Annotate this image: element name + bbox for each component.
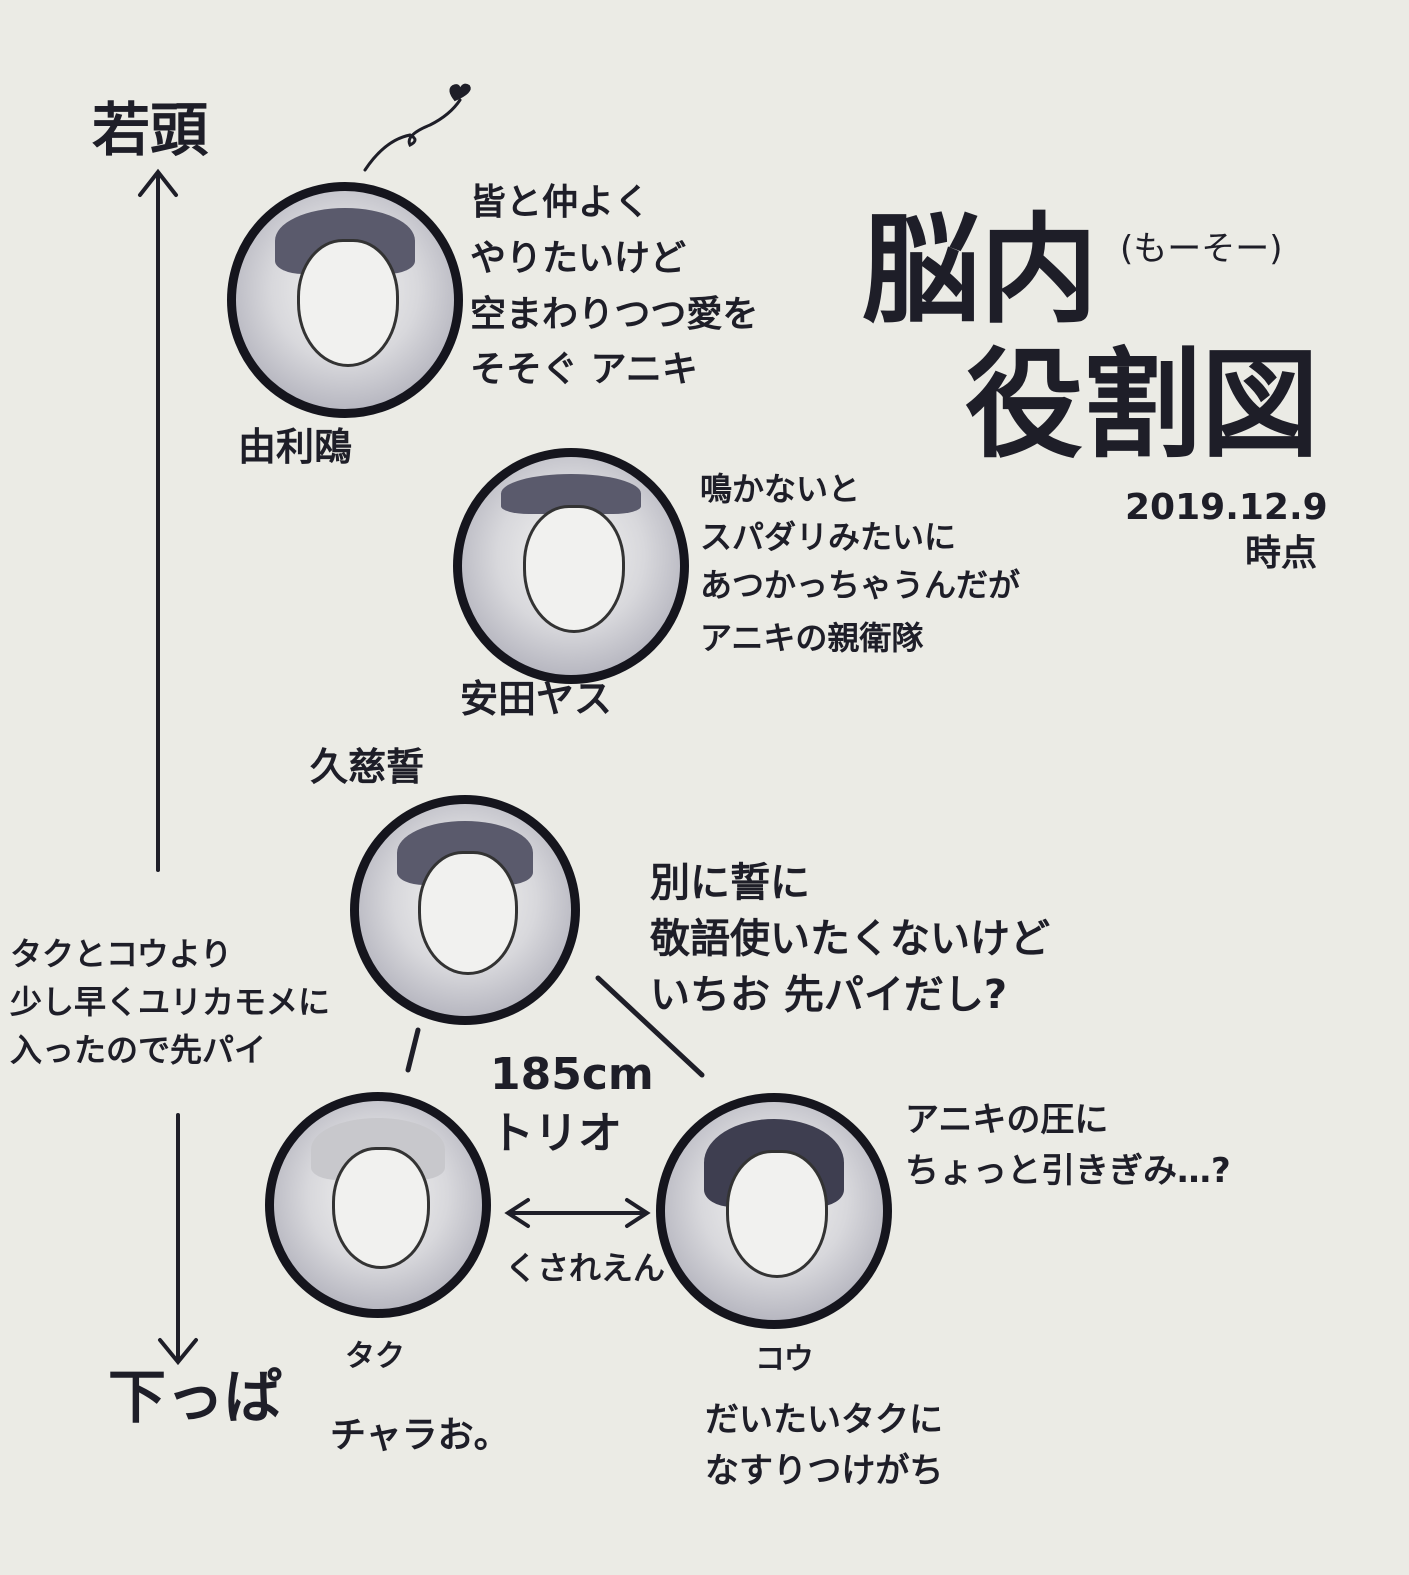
note-kou-2: アニキの圧に ちょっと引きぎみ…? (905, 1100, 1231, 1191)
portrait-yasu (453, 448, 689, 684)
title-reading: (もーそー) (1120, 229, 1283, 269)
down-arrow-head (158, 1338, 198, 1366)
link-kuji-kou (595, 975, 705, 1078)
double-arrow-right-head (625, 1198, 651, 1228)
axis-bottom-label: 下っぱ (108, 1363, 283, 1431)
portrait-yuri (227, 182, 463, 418)
portrait-kuji (350, 795, 580, 1025)
title-date-suffix: 時点 (1245, 533, 1318, 574)
axis-top-label: 若頭 (92, 96, 209, 164)
title-date: 2019.12.9 (1125, 487, 1328, 528)
name-kou: コウ (755, 1342, 814, 1377)
title-line2: 役割図 (965, 336, 1320, 474)
note-senpai: タクとコウより 少し早くユリカモメに 入ったので先パイ (10, 935, 331, 1069)
link-kuji-taku (405, 1027, 421, 1073)
note-yasu-2: アニキの親衛隊 (700, 619, 924, 657)
portrait-taku (265, 1092, 491, 1318)
title-line1: 脳内 (862, 201, 1099, 339)
name-taku: タク (345, 1339, 405, 1374)
note-taku: チャラお。 (330, 1415, 510, 1456)
note-relation: くされえん (505, 1249, 666, 1287)
portrait-kou (656, 1093, 892, 1329)
heart-squiggle (363, 98, 462, 172)
note-yasu: 鳴かないと スパダリみたいに あつかっちゃうんだが (700, 470, 1021, 604)
note-kuji: 別に誓に 敬語使いたくないけど いちお 先パイだし? (650, 860, 1050, 1018)
name-yuri: 由利鴎 (238, 425, 353, 469)
name-yasu: 安田ヤス (460, 677, 613, 721)
double-arrow-left-head (504, 1198, 530, 1228)
note-yuri: 皆と仲よく やりたいけど 空まわりつつ愛を そそぐ アニキ (470, 182, 759, 391)
note-kou: だいたいタクに なすりつけがち (705, 1400, 944, 1491)
heart-icon (449, 83, 471, 102)
up-arrow-head (138, 168, 178, 197)
name-kuji: 久慈誓 (310, 745, 425, 789)
note-trio: 185cm トリオ (490, 1049, 654, 1160)
